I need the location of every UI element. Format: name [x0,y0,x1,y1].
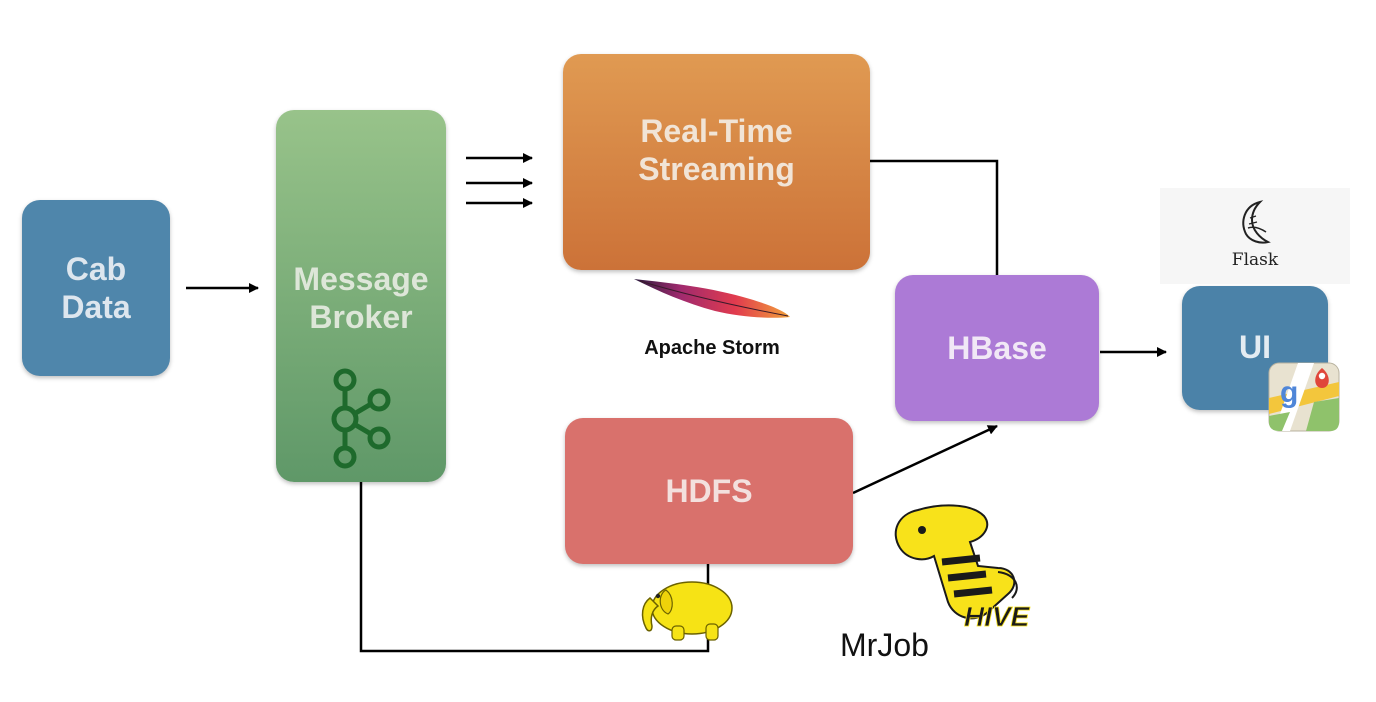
flask-caption: Flask [1231,250,1279,270]
line-streaming-to-hbase [870,159,999,275]
message-broker-node: Message Broker [276,110,446,482]
cab-data-node: Cab Data [22,200,170,376]
flask-logo-icon [1242,200,1271,244]
hadoop-elephant-icon [641,581,733,641]
apache-feather-icon [634,279,790,318]
hive-wordmark: HIVE [964,601,1031,632]
arrow-hdfs-to-hbase [852,424,998,495]
message-broker-label: Message Broker [293,261,429,336]
google-maps-icon: g [1268,362,1340,432]
flask-logo-panel: Flask [1160,188,1350,284]
hive-bee-icon: HIVE [894,504,1031,632]
hdfs-node: HDFS [565,418,853,564]
svg-text:g: g [1280,376,1298,409]
apache-storm-caption: Apache Storm [644,337,780,359]
cab-data-label: Cab Data [61,250,131,325]
realtime-streaming-label: Real-Time Streaming [638,112,795,187]
mrjob-caption: MrJob [840,627,929,663]
hdfs-label: HDFS [665,472,753,509]
hbase-node: HBase [895,275,1099,421]
kafka-logo-icon [331,368,391,469]
hbase-label: HBase [947,329,1047,366]
realtime-streaming-node: Real-Time Streaming [563,54,870,270]
ui-label: UI [1239,328,1271,365]
